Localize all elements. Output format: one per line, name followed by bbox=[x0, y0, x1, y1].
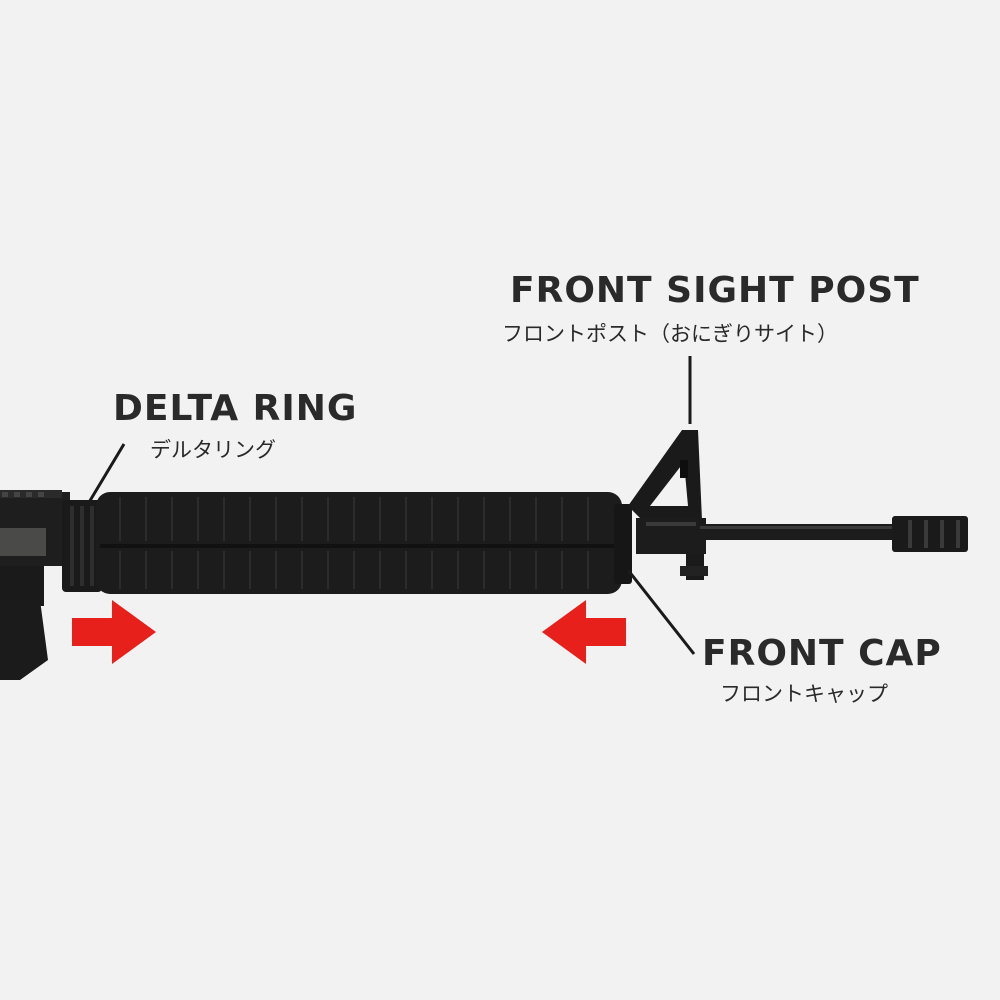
arrow-right bbox=[72, 600, 156, 664]
front-sight-post-title: FRONT SIGHT POST bbox=[510, 270, 920, 311]
delta-ring-title: DELTA RING bbox=[113, 388, 358, 429]
front-sight-post-subtitle: フロントポスト（おにぎりサイト） bbox=[502, 322, 838, 346]
arrow-left bbox=[542, 600, 626, 664]
front-cap bbox=[614, 504, 632, 584]
handguard bbox=[96, 492, 622, 594]
front-cap-leader bbox=[626, 569, 696, 655]
delta-ring-subtitle: デルタリング bbox=[150, 438, 276, 462]
barrel bbox=[700, 524, 900, 540]
flash-hider bbox=[892, 516, 968, 552]
delta-ring bbox=[62, 500, 102, 592]
front-cap-subtitle: フロントキャップ bbox=[720, 682, 888, 706]
upper-receiver bbox=[0, 490, 70, 680]
front-sight-post bbox=[628, 430, 708, 580]
delta-ring-leader bbox=[86, 443, 126, 505]
front-cap-title: FRONT CAP bbox=[702, 633, 942, 674]
